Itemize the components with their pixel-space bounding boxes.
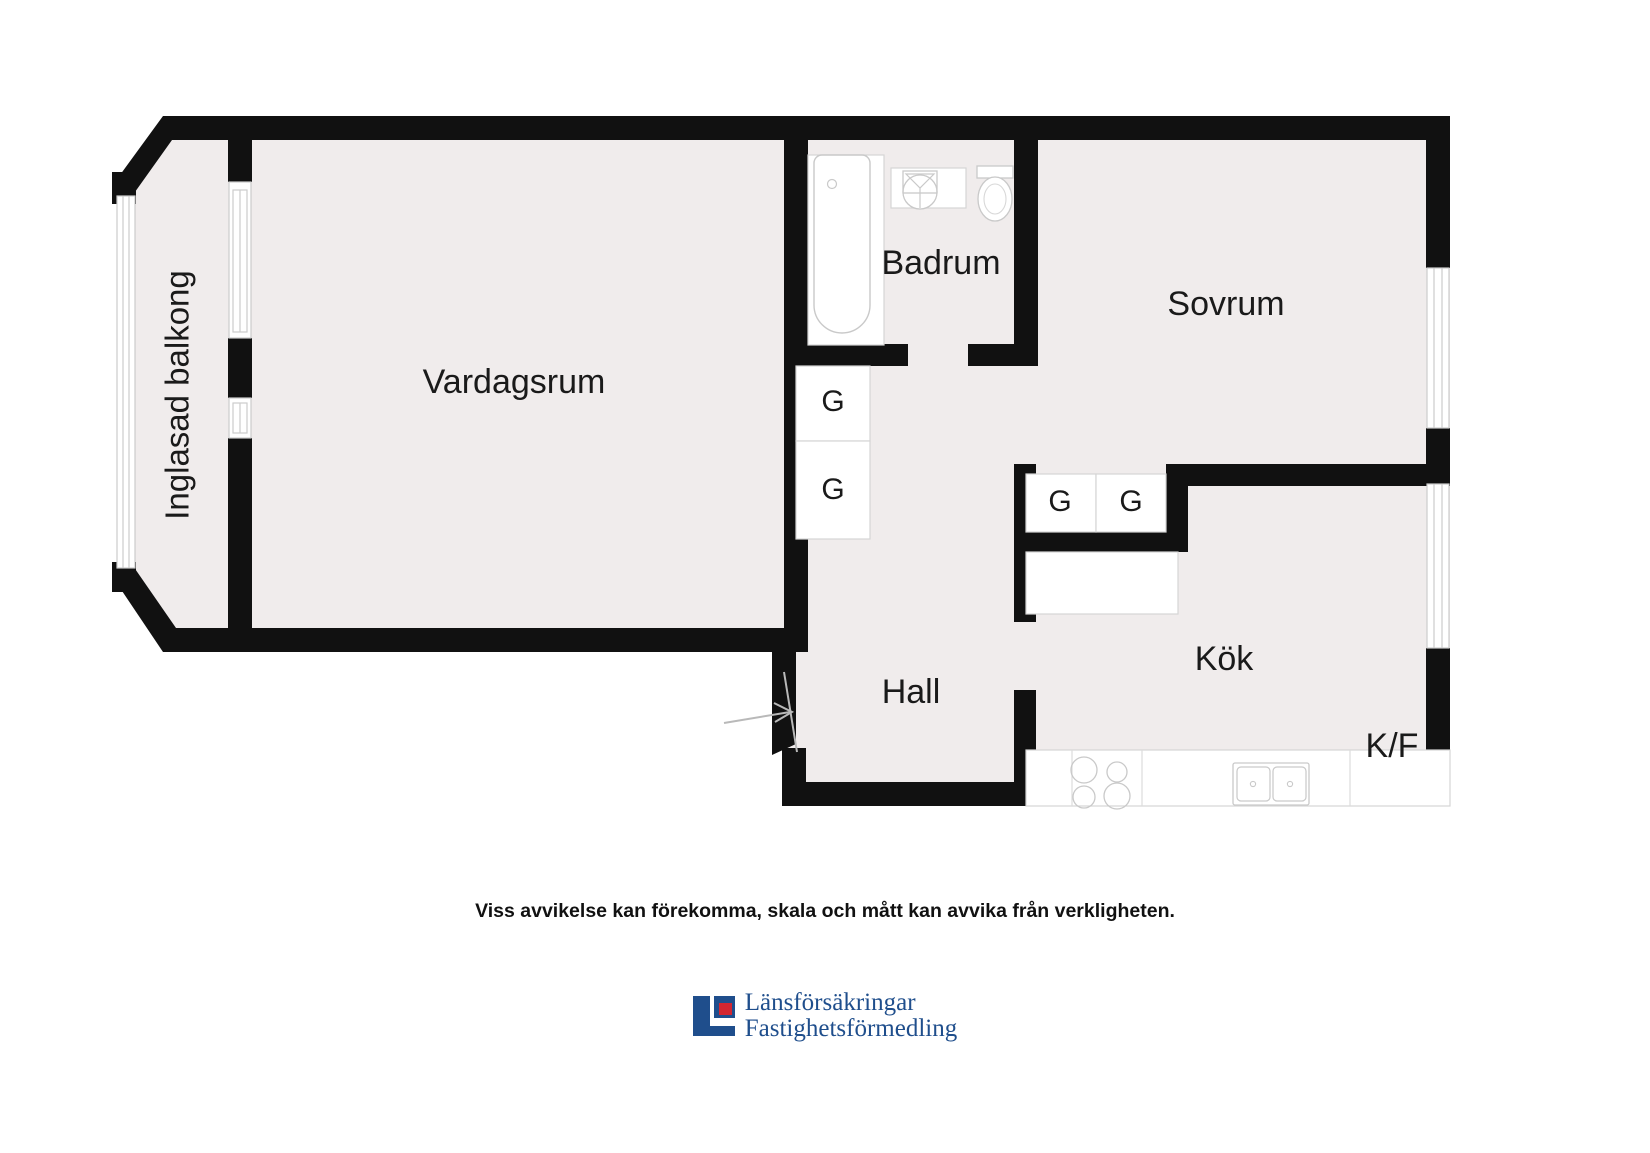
closet-label-hall-lower: G <box>821 473 844 506</box>
wall-balcony-diagonal-top <box>112 116 228 199</box>
stove-fixture <box>1070 756 1131 810</box>
wall-living-bottom <box>240 628 796 652</box>
kitchen-counter-upper <box>1025 551 1179 615</box>
brand-line-1: Länsförsäkringar <box>744 989 916 1016</box>
closet-labels: G G G G <box>821 385 1142 518</box>
wall-kitchen-closet-bottom <box>1014 530 1188 552</box>
closet-label-kitchen-right: G <box>1119 485 1142 518</box>
closet-label-hall-upper: G <box>821 385 844 418</box>
wall-kitchen-top <box>1166 464 1450 486</box>
appliance-label-fridge-freezer: K/F <box>1366 727 1419 765</box>
wall-balcony-bottom <box>176 628 236 652</box>
wall-bath-bottom-left <box>784 344 908 366</box>
room-label-hall: Hall <box>882 673 941 711</box>
kitchen-sink-fixture <box>1232 762 1310 806</box>
bathtub-fixture <box>813 154 871 334</box>
wall-top <box>228 116 1450 140</box>
brand-logo: Länsförsäkringar Fastighetsförmedling <box>0 990 1650 1041</box>
kitchen-counter-run <box>1025 749 1451 810</box>
balcony-floor <box>130 133 240 645</box>
disclaimer-text: Viss avvikelse kan förekomma, skala och … <box>475 900 1175 922</box>
wall-kitchen-closet-right <box>1166 464 1188 530</box>
room-labels: Inglasad balkong Vardagsrum Badrum Sovru… <box>159 244 1285 711</box>
closet-hall-lower <box>795 440 871 540</box>
appliance-labels: K/F <box>1366 727 1419 765</box>
wall-balcony-partition-bottom <box>228 438 252 652</box>
wall-bath-bedroom <box>1014 140 1038 366</box>
wall-right-top <box>1426 116 1450 268</box>
closet-label-kitchen-left: G <box>1048 485 1071 518</box>
toilet-cistern <box>976 165 1014 179</box>
balcony-glazing <box>116 195 136 569</box>
room-label-vardagsrum: Vardagsrum <box>423 363 606 401</box>
bathtub-drain-icon <box>826 178 838 190</box>
closets <box>795 365 1179 615</box>
room-label-kok: Kök <box>1195 640 1255 678</box>
room-label-balkong: Inglasad balkong <box>159 270 196 520</box>
bathroom-fixtures <box>807 154 1014 346</box>
room-label-sovrum: Sovrum <box>1167 285 1284 323</box>
room-label-badrum: Badrum <box>881 244 1000 282</box>
wall-bath-bottom-right <box>968 344 1026 366</box>
closet-kitchen-left <box>1025 473 1097 533</box>
wall-balcony-partition-top <box>228 140 252 182</box>
bedroom-window-upper <box>1426 267 1450 429</box>
wall-balcony-partition-mid <box>228 338 252 398</box>
entry-door <box>723 671 798 753</box>
closet-kitchen-right <box>1095 473 1167 533</box>
brand-line-2: Fastighetsförmedling <box>744 1014 958 1042</box>
kitchen-window-lower <box>1426 483 1450 649</box>
lansforsakringar-logo-icon <box>692 995 735 1036</box>
windows <box>228 181 1450 649</box>
